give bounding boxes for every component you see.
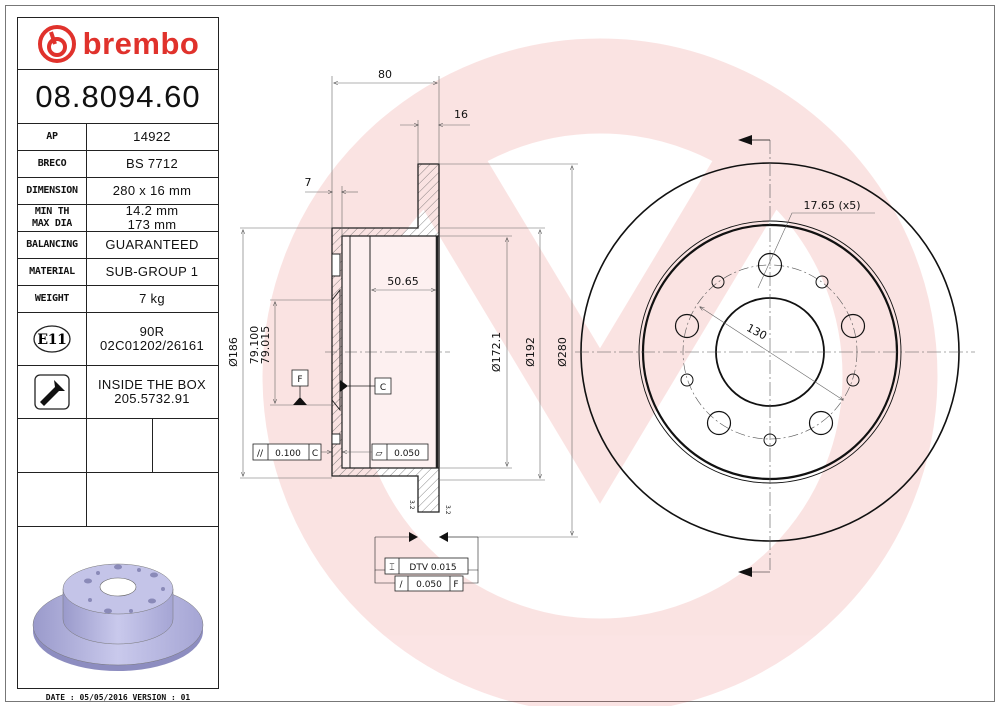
- spec-row-ap: AP 14922: [18, 124, 218, 151]
- spec-label-max-dia: MAX DIA: [31, 218, 73, 229]
- e11-approval-mark-icon: E11: [18, 313, 87, 365]
- surface-finish-right: 3.2: [444, 505, 451, 515]
- disc-3d-render: [18, 527, 218, 687]
- screw-note: INSIDE THE BOX: [98, 377, 206, 392]
- parallelism-icon: //: [257, 449, 264, 459]
- cert-regulation: 90R: [139, 324, 165, 339]
- dim-hat-wall: 7: [305, 176, 312, 189]
- runout-value: 0.050: [416, 580, 442, 590]
- brand-name: brembo: [82, 25, 200, 61]
- dim-disc-thickness: 16: [454, 108, 468, 121]
- spec-row-balancing: BALANCING GUARANTEED: [18, 232, 218, 259]
- section-view-labels: 80 16 7 50.65 Ø186 79.100 79.015 Ø172.1 …: [227, 68, 569, 590]
- flatness-icon: ▱: [376, 449, 383, 459]
- date-version-label: DATE : 05/05/2016 VERSION : 01: [45, 693, 191, 702]
- dim-dia-centre-max: 79.100: [248, 326, 261, 365]
- spec-row-min-th-max-dia: MIN TH MAX DIA 14.2 mm 173 mm: [18, 203, 218, 232]
- screw-row: INSIDE THE BOX 205.5732.91: [18, 366, 218, 419]
- screw-value: INSIDE THE BOX 205.5732.91: [86, 366, 218, 418]
- surface-finish-left: 3.2: [408, 500, 415, 510]
- spec-value-max-dia: 173 mm: [127, 217, 177, 232]
- datum-c: C: [380, 383, 386, 393]
- empty-cell: [18, 419, 87, 472]
- spec-value: 14.2 mm 173 mm: [86, 203, 218, 232]
- empty-cell: [18, 473, 87, 526]
- brand-logo: brembo: [18, 18, 218, 70]
- spec-label: MATERIAL: [18, 259, 87, 285]
- dim-dia-186: Ø186: [227, 337, 240, 367]
- parallelism-datum: C: [312, 449, 318, 459]
- spec-row-weight: WEIGHT 7 kg: [18, 286, 218, 313]
- pcd-label: 130: [744, 321, 769, 342]
- certification-row: E11 90R 02C01202/26161: [18, 313, 218, 366]
- spec-value: GUARANTEED: [105, 237, 199, 252]
- screw-icon: [18, 366, 87, 418]
- runout-datum: F: [453, 580, 458, 590]
- dim-dia-280: Ø280: [556, 337, 569, 367]
- certification-value: 90R 02C01202/26161: [86, 313, 218, 365]
- dim-inner-depth: 50.65: [387, 275, 419, 288]
- screw-part-number: 205.5732.91: [114, 391, 190, 406]
- spec-label: BRECO: [18, 151, 87, 177]
- spec-value: 280 x 16 mm: [112, 183, 192, 198]
- bolt-hole-label: 17.65 (x5): [803, 199, 860, 212]
- spec-label: WEIGHT: [18, 286, 87, 312]
- spec-row-material: MATERIAL SUB-GROUP 1: [18, 259, 218, 286]
- section-view: [240, 76, 578, 592]
- spec-label: MIN TH MAX DIA: [18, 205, 87, 231]
- spec-value: BS 7712: [126, 156, 178, 171]
- front-view: [575, 135, 975, 577]
- thickness-variation-icon: ⌶: [389, 563, 394, 573]
- spec-label-min-th: MIN TH: [34, 206, 70, 217]
- cell-divider: [152, 419, 153, 472]
- brembo-logo-icon: [37, 24, 76, 63]
- dtv-value: DTV 0.015: [409, 563, 456, 573]
- dim-dia-172: Ø172.1: [490, 332, 503, 372]
- title-block: brembo 08.8094.60 AP 14922 BRECO BS 7712…: [17, 17, 219, 689]
- empty-row-1: [18, 419, 218, 473]
- part-number: 08.8094.60: [18, 70, 218, 124]
- empty-row-2: [18, 473, 218, 527]
- spec-row-breco: BRECO BS 7712: [18, 151, 218, 178]
- cert-number: 02C01202/26161: [100, 338, 204, 353]
- brembo-watermark-icon: [262, 38, 938, 706]
- dim-dia-centre-min: 79.015: [259, 326, 272, 365]
- spec-label: DIMENSION: [18, 178, 87, 204]
- spec-value: SUB-GROUP 1: [105, 264, 199, 279]
- spec-value: 14922: [133, 129, 171, 144]
- datum-f: F: [297, 375, 302, 385]
- spec-label: AP: [18, 124, 87, 150]
- parallelism-value: 0.100: [275, 449, 301, 459]
- spec-value-min-th: 14.2 mm: [125, 203, 179, 218]
- flatness-value: 0.050: [394, 449, 420, 459]
- runout-icon: /: [399, 580, 403, 590]
- spec-label: BALANCING: [18, 232, 87, 258]
- spec-row-dimension: DIMENSION 280 x 16 mm: [18, 178, 218, 205]
- spec-value: 7 kg: [139, 291, 165, 306]
- drawing-frame: [5, 5, 995, 702]
- dim-overall-height: 80: [378, 68, 392, 81]
- dim-dia-192: Ø192: [524, 337, 537, 367]
- svg-text:E11: E11: [37, 332, 66, 348]
